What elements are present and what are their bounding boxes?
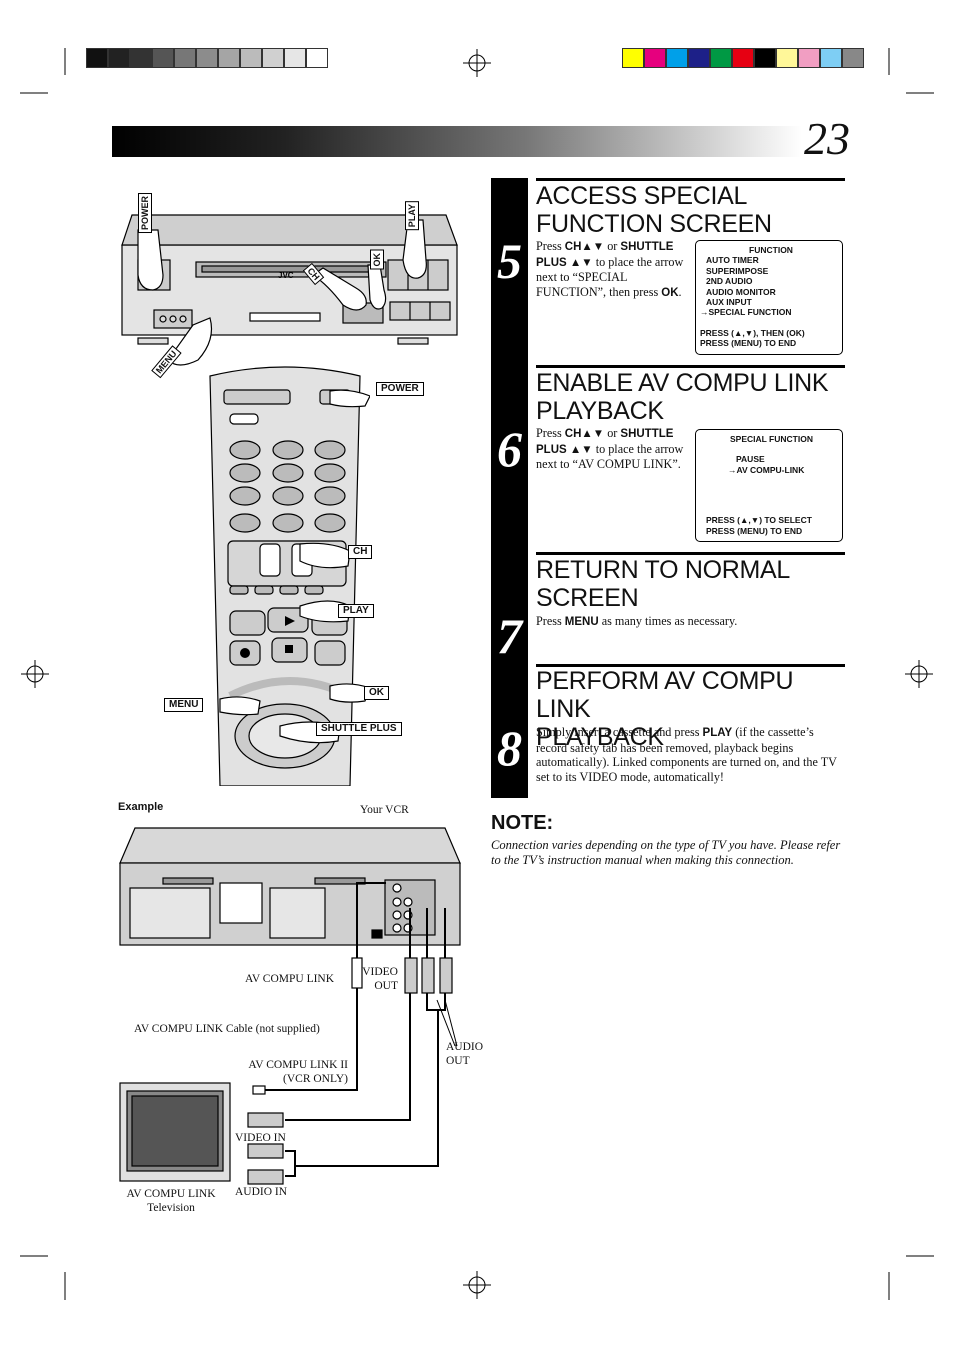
step-instructions: Simply insert a cassette and press PLAY … [536, 725, 837, 784]
gray-swatch [240, 48, 262, 68]
color-swatch [798, 48, 820, 68]
color-swatch [754, 48, 776, 68]
step-instructions: Press CH▲▼ or SHUTTLE PLUS ▲▼ to place t… [536, 426, 684, 472]
step-instructions: Press MENU as many times as necessary. [536, 614, 738, 628]
on-screen-display: SPECIAL FUNCTION PAUSE →AV COMPU-LINK PR… [695, 429, 843, 542]
gray-swatch [284, 48, 306, 68]
header-gradient-bar [112, 126, 802, 157]
gray-swatch [108, 48, 130, 68]
gray-swatch [196, 48, 218, 68]
step-number: 8 [497, 720, 522, 776]
step-divider [536, 664, 845, 667]
color-swatch [622, 48, 644, 68]
note-text: Connection varies depending on the type … [491, 838, 841, 867]
gray-swatch [306, 48, 328, 68]
gray-swatch [130, 48, 152, 68]
color-swatch [776, 48, 798, 68]
step-divider [536, 365, 845, 368]
color-swatch [842, 48, 864, 68]
gray-swatch [262, 48, 284, 68]
color-swatch [644, 48, 666, 68]
note-heading: NOTE: [491, 812, 554, 834]
gray-swatch [152, 48, 174, 68]
color-swatch [820, 48, 842, 68]
step-divider [536, 178, 845, 181]
color-swatch [688, 48, 710, 68]
color-swatch [710, 48, 732, 68]
step-number: 5 [497, 233, 522, 289]
step-instructions: Press CH▲▼ or SHUTTLE PLUS ▲▼ to place t… [536, 239, 684, 299]
gray-swatch [174, 48, 196, 68]
gray-swatch [86, 48, 108, 68]
gray-swatch [218, 48, 240, 68]
step-divider [536, 552, 845, 555]
step-number: 6 [497, 421, 522, 477]
step-column [491, 178, 528, 798]
page-number: 23 [804, 113, 850, 164]
on-screen-display: FUNCTION AUTO TIMER SUPERIMPOSE 2ND AUDI… [695, 240, 843, 355]
color-swatch [732, 48, 754, 68]
svg-text:JVC: JVC [278, 271, 294, 280]
color-swatch [666, 48, 688, 68]
step-number: 7 [497, 608, 522, 664]
